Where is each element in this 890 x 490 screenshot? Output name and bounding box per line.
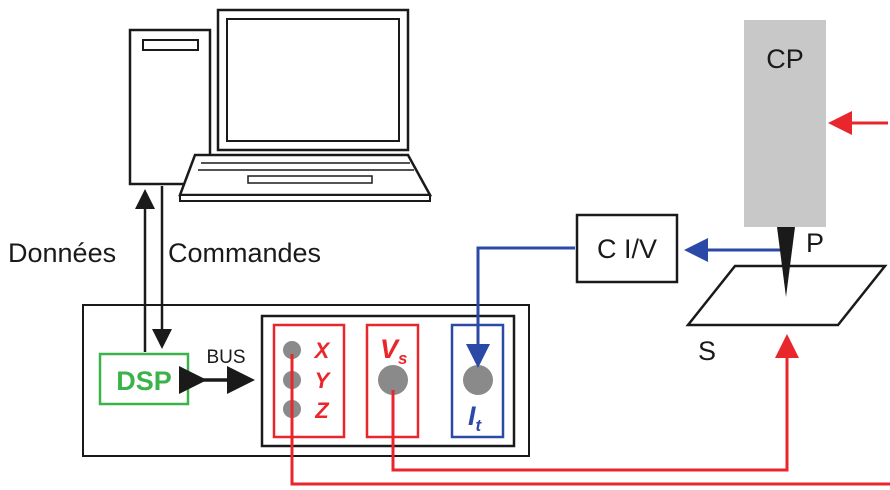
tip-icon [777,227,795,297]
x-connector [283,341,301,359]
x-label: X [313,338,331,363]
dsp-label: DSP [116,366,172,396]
controller-enclosure [82,304,530,457]
z-label: Z [314,398,330,423]
it-main: I [468,401,476,431]
p-label: P [806,228,824,258]
donnees-label: Données [8,238,116,268]
vs-label: Vs [380,334,407,368]
y-label: Y [315,368,332,393]
it-connector [463,365,493,395]
sample-plane [685,264,888,327]
vs-main: V [380,334,400,364]
cp-label: CP [766,44,804,74]
vs-to-sample-wire [391,334,799,472]
dsp-box [98,352,190,406]
bus-label: BUS [206,347,245,368]
cp-piezo [744,20,826,227]
xyz-out-wire [290,354,890,486]
civ-box [575,213,679,284]
vs-sub: s [398,349,407,368]
commandes-label: Commandes [168,238,321,268]
s-label: S [698,336,716,366]
it-sub: t [476,416,483,435]
civ-to-it-wire [466,246,575,368]
laptop-icon [178,8,433,202]
it-label: It [468,401,483,435]
tower-computer-icon [128,28,212,186]
civ-label: C I/V [597,234,657,264]
vs-connector [378,365,408,395]
